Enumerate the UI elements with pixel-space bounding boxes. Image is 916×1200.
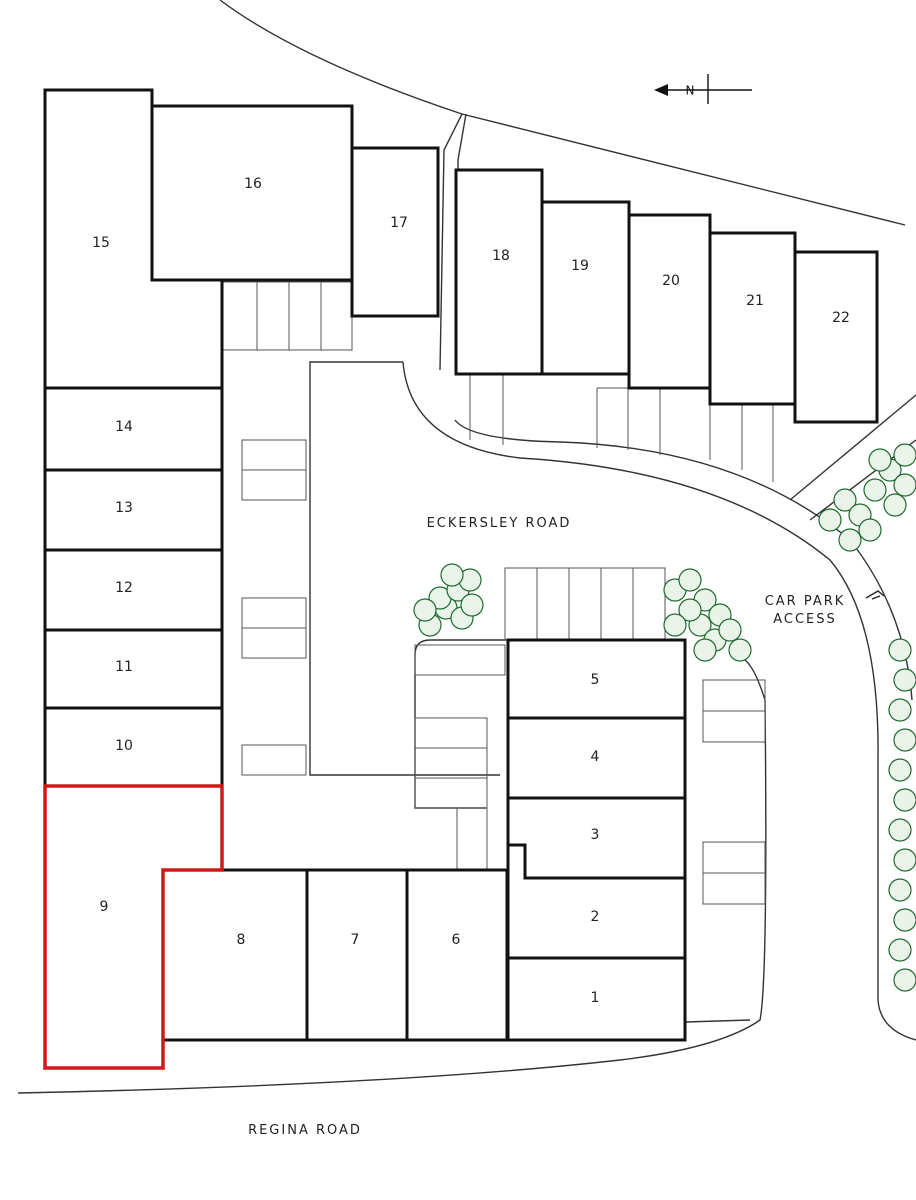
unit-label-22: 22 [832,310,850,326]
unit-8[interactable] [161,868,309,1042]
east-path-line [789,394,916,501]
tree-icon [893,668,916,692]
tree-icon [663,613,687,637]
unit-16[interactable] [150,104,354,282]
parking-bay-group [221,281,353,351]
unit-18[interactable] [454,168,544,376]
unit-label-3: 3 [591,827,600,843]
parking-bay-group [241,744,307,776]
unit-label-12: 12 [115,580,133,596]
unit-12[interactable] [43,548,224,632]
tree-icon [718,618,742,642]
unit-10[interactable] [43,706,224,788]
north-label: N [686,84,695,98]
unit-6[interactable] [405,868,509,1042]
unit-label-17: 17 [390,215,408,231]
tree-icon [838,528,862,552]
unit-label-2: 2 [591,909,600,925]
unit-19[interactable] [540,200,631,376]
unit-label-8: 8 [237,932,246,948]
unit-label-1: 1 [591,990,600,1006]
tree-icon [868,448,892,472]
unit-label-5: 5 [591,672,600,688]
footpath-line-a [439,113,463,371]
car-park-arrow-icon [865,590,885,600]
unit-1[interactable] [506,956,687,1042]
parking-bay-group [414,644,506,676]
unit-5[interactable] [506,638,687,720]
tree-icon [833,488,857,512]
unit-7[interactable] [305,868,409,1042]
unit-label-4: 4 [591,749,600,765]
north-arrow-icon: N [654,74,752,104]
unit-label-9: 9 [100,899,109,915]
unit-13[interactable] [43,468,224,552]
parking-bay-group [414,717,488,809]
unit-9-highlighted[interactable] [43,784,224,1070]
tree-icon [888,818,912,842]
tree-icon [888,638,912,662]
tree-icon [893,968,916,992]
regina-road-label: REGINA ROAD [248,1123,362,1138]
tree-icon [888,698,912,722]
eckersley-road-inner-curve [454,419,913,701]
unit-label-13: 13 [115,500,133,516]
unit-21[interactable] [708,231,797,406]
tree-icon [893,728,916,752]
tree-icon [863,478,887,502]
tree-icon [888,878,912,902]
tree-icon [893,788,916,812]
unit-11[interactable] [43,628,224,710]
tree-icon [893,443,916,467]
eckersley-road-outer-curve [402,361,916,1041]
car-park-edge-line [414,639,508,656]
unit-20[interactable] [627,213,712,390]
tree-icon [460,593,484,617]
unit-label-6: 6 [452,932,461,948]
tree-icon [893,473,916,497]
tree-icon [818,508,842,532]
tree-icon [858,518,882,542]
car-park-inner-line [309,361,500,776]
unit-label-10: 10 [115,738,133,754]
unit-label-11: 11 [115,659,133,675]
tree-icon [728,638,752,662]
unit-label-14: 14 [115,419,133,435]
parking-bay-group [504,567,666,641]
unit-label-15: 15 [92,235,110,251]
car-park-label-line1: CAR PARK [765,594,846,609]
unit-17[interactable] [350,146,440,318]
unit-labels: 15 16 17 18 19 20 21 22 14 13 12 11 10 9… [92,176,850,1006]
unit-22[interactable] [793,250,879,424]
tree-icon [678,598,702,622]
tree-clusters [413,443,916,992]
tree-icon [693,638,717,662]
unit-label-16: 16 [244,176,262,192]
unit-label-7: 7 [351,932,360,948]
tree-icon [413,598,437,622]
car-park-edge-line-2 [414,655,486,809]
tree-icon [440,563,464,587]
units [43,88,879,1070]
regina-road-stub [685,1019,751,1023]
tree-icon [893,848,916,872]
tree-icon [883,493,907,517]
unit-14[interactable] [43,386,224,472]
tree-icon [888,758,912,782]
tree-icon [678,568,702,592]
eckersley-road-label: ECKERSLEY ROAD [427,516,572,531]
unit-label-18: 18 [492,248,510,264]
unit-4[interactable] [506,716,687,800]
unit-label-19: 19 [571,258,589,274]
tree-icon [893,908,916,932]
tree-icon [888,938,912,962]
unit-label-21: 21 [746,293,764,309]
unit-label-20: 20 [662,273,680,289]
car-park-label-line2: ACCESS [773,612,837,627]
north-boundary-line [219,0,906,226]
